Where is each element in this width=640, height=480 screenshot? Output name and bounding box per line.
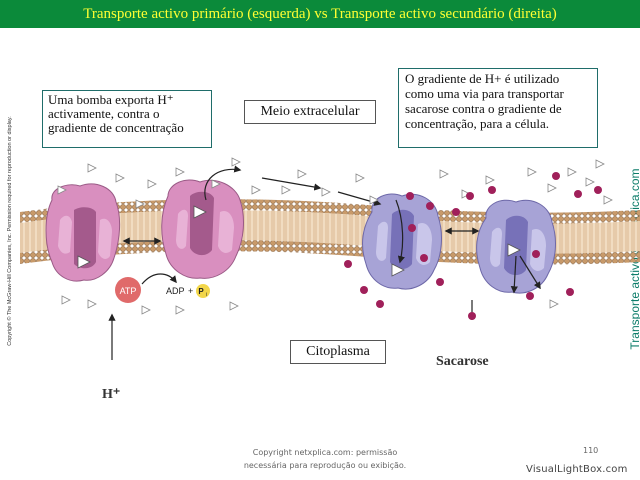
sucrose-label: Sacarose bbox=[436, 354, 489, 369]
callout-line: sacarose contra o gradiente de bbox=[405, 101, 562, 116]
footer-copyright: Copyright netxplica.com: permissão neces… bbox=[200, 446, 450, 472]
callout-line: concentração, para a célula. bbox=[405, 116, 549, 131]
extracellular-protons bbox=[57, 157, 613, 209]
atp-label: ATP bbox=[120, 286, 137, 296]
callout-line: gradiente de concentração bbox=[48, 120, 184, 135]
proton-label: H⁺ bbox=[102, 387, 121, 402]
proton-pump-open-inside bbox=[45, 183, 121, 282]
callout-line: O gradiente de H+ é utilizado bbox=[405, 71, 560, 86]
page-number: 110 bbox=[583, 446, 599, 455]
footer-copyright-line: Copyright netxplica.com: permissão bbox=[252, 448, 398, 457]
cytoplasmic-sucrose bbox=[344, 254, 574, 320]
phosphate-molecule bbox=[196, 284, 210, 298]
atp-molecule bbox=[115, 277, 141, 303]
callout-line: Uma bomba exporta H⁺ bbox=[48, 92, 174, 107]
proton-pump-open-outside bbox=[161, 179, 244, 279]
conformation-arrows bbox=[122, 227, 480, 245]
extracellular-sucrose bbox=[406, 172, 602, 216]
sucrose-symporter-open-inside bbox=[476, 199, 556, 294]
footer-copyright-line: necessária para reprodução ou exibição. bbox=[243, 461, 407, 470]
cytoplasm-label: Citoplasma bbox=[290, 340, 386, 364]
pi-label: P bbox=[198, 287, 204, 296]
callout-line: como uma via para transportar bbox=[405, 86, 564, 101]
cytoplasmic-protons bbox=[61, 295, 559, 315]
callout-primary-transport: Uma bomba exporta H⁺ activamente, contra… bbox=[42, 90, 212, 148]
flow-arrows bbox=[108, 165, 541, 360]
hydrolysis-arrow bbox=[141, 273, 177, 285]
title-bar: Transporte activo primário (esquerda) vs… bbox=[0, 0, 640, 28]
callout-line: activamente, contra o bbox=[48, 106, 160, 121]
atp-hydrolysis: ATP ADP + P i bbox=[115, 273, 210, 303]
page-title: Transporte activo primário (esquerda) vs… bbox=[83, 6, 557, 22]
extracellular-label: Meio extracelular bbox=[244, 100, 376, 124]
adp-label: ADP bbox=[166, 286, 185, 296]
watermark: VisualLightBox.com bbox=[526, 464, 628, 475]
plus-sign: + bbox=[188, 286, 193, 296]
callout-secondary-transport: O gradiente de H+ é utilizado como uma v… bbox=[398, 68, 598, 148]
pi-subscript: i bbox=[206, 292, 207, 298]
